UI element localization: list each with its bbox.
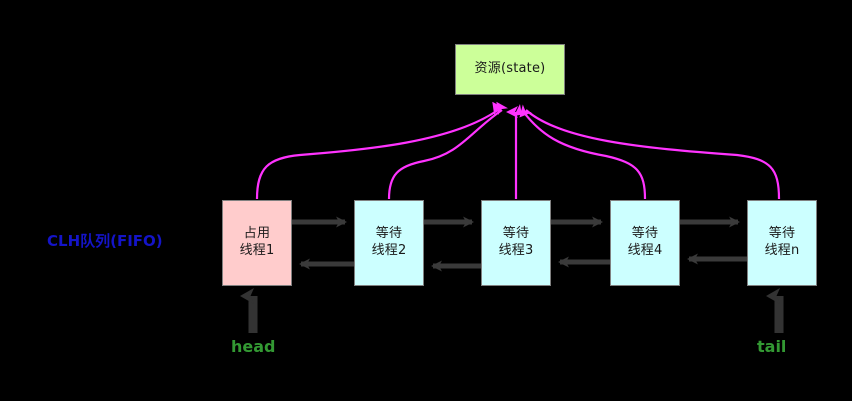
queue-node-2-line1: 等待 bbox=[375, 226, 403, 242]
queue-node-4-line2: 线程4 bbox=[627, 243, 663, 258]
queue-node-5-line1: 等待 bbox=[768, 226, 796, 242]
queue-node-2: 等待 线程2 bbox=[354, 200, 424, 286]
queue-node-3-line2: 线程3 bbox=[498, 243, 534, 258]
queue-node-2-line2: 线程2 bbox=[371, 243, 407, 258]
resource-link-node-1 bbox=[255, 101, 505, 200]
tail-pointer-label: tail bbox=[757, 337, 787, 356]
pointer-arrow-group bbox=[240, 288, 784, 333]
queue-node-5: 等待 线程n bbox=[747, 200, 817, 286]
resource-link-node-5 bbox=[519, 104, 781, 200]
queue-node-4: 等待 线程4 bbox=[610, 200, 680, 286]
queue-node-1: 占用 线程1 bbox=[222, 200, 292, 286]
resource-link-node-2 bbox=[387, 101, 509, 200]
clh-queue-label: CLH队列(FIFO) bbox=[47, 232, 163, 250]
queue-node-3-line1: 等待 bbox=[502, 226, 530, 242]
queue-node-5-line2: 线程n bbox=[764, 243, 800, 258]
resource-link-group bbox=[255, 101, 781, 200]
head-pointer-label: head bbox=[231, 337, 276, 356]
queue-node-4-line1: 等待 bbox=[631, 226, 659, 242]
queue-node-1-line2: 线程1 bbox=[239, 243, 275, 258]
resource-node: 资源(state) bbox=[455, 44, 565, 95]
queue-node-1-line1: 占用 bbox=[243, 226, 271, 242]
resource-node-label: 资源(state) bbox=[474, 61, 546, 77]
queue-node-3: 等待 线程3 bbox=[481, 200, 551, 286]
resource-link-node-4 bbox=[514, 104, 647, 200]
queue-prev-link-group bbox=[299, 253, 747, 272]
